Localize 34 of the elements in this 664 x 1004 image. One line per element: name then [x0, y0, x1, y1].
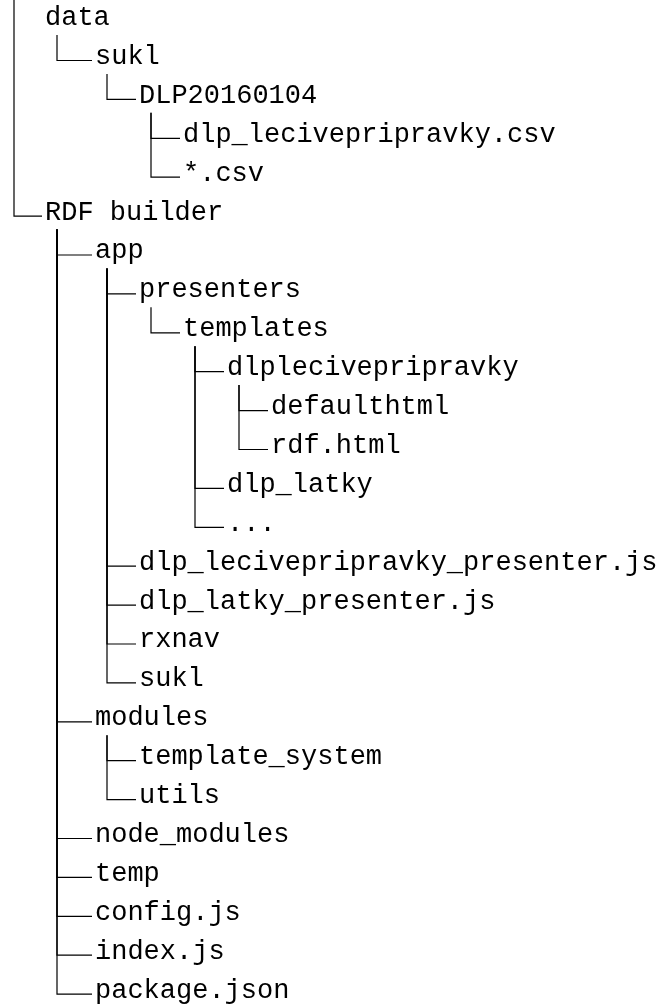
tree-item: sukl [95, 41, 160, 72]
tree-connector [106, 734, 137, 801]
tree-connector [238, 384, 269, 451]
tree-item: rxnav [139, 625, 220, 656]
tree-item: config.js [95, 897, 241, 928]
tree-item: dlp_lecivepripravky_presenter.js [139, 547, 658, 578]
tree-item: template_system [139, 742, 383, 773]
tree-item: dlp_latky [227, 469, 373, 500]
tree-item: *.csv [183, 158, 264, 189]
tree-connector [150, 112, 181, 178]
tree-item: app [95, 236, 144, 267]
tree-item: index.js [95, 936, 225, 967]
tree-item: temp [95, 858, 160, 889]
tree-item: DLP20160104 [139, 80, 318, 111]
tree-connector [194, 345, 225, 528]
tree-item: RDF builder [45, 197, 224, 228]
tree-item: presenters [139, 275, 302, 306]
tree-item: dlp_latky_presenter.js [139, 586, 496, 617]
tree-item: templates [183, 314, 329, 345]
tree-item: data [45, 3, 110, 33]
tree-item: defaulthtml [271, 392, 450, 422]
tree-item: dlp_lecivepripravky.csv [183, 119, 556, 150]
tree-item: utils [139, 781, 220, 811]
tree-connector [106, 73, 137, 100]
tree-item: rdf.html [271, 430, 401, 461]
tree-connector [56, 34, 93, 62]
tree-connector [13, 0, 43, 217]
tree-item: node_modules [95, 819, 290, 850]
tree-item: modules [95, 703, 209, 734]
tree-item: ... [227, 508, 276, 539]
tree-item: package.json [95, 975, 290, 1004]
tree-item: sukl [139, 664, 204, 695]
tree-item: dlplecivepripravky [227, 353, 519, 384]
tree-connector [150, 306, 181, 334]
